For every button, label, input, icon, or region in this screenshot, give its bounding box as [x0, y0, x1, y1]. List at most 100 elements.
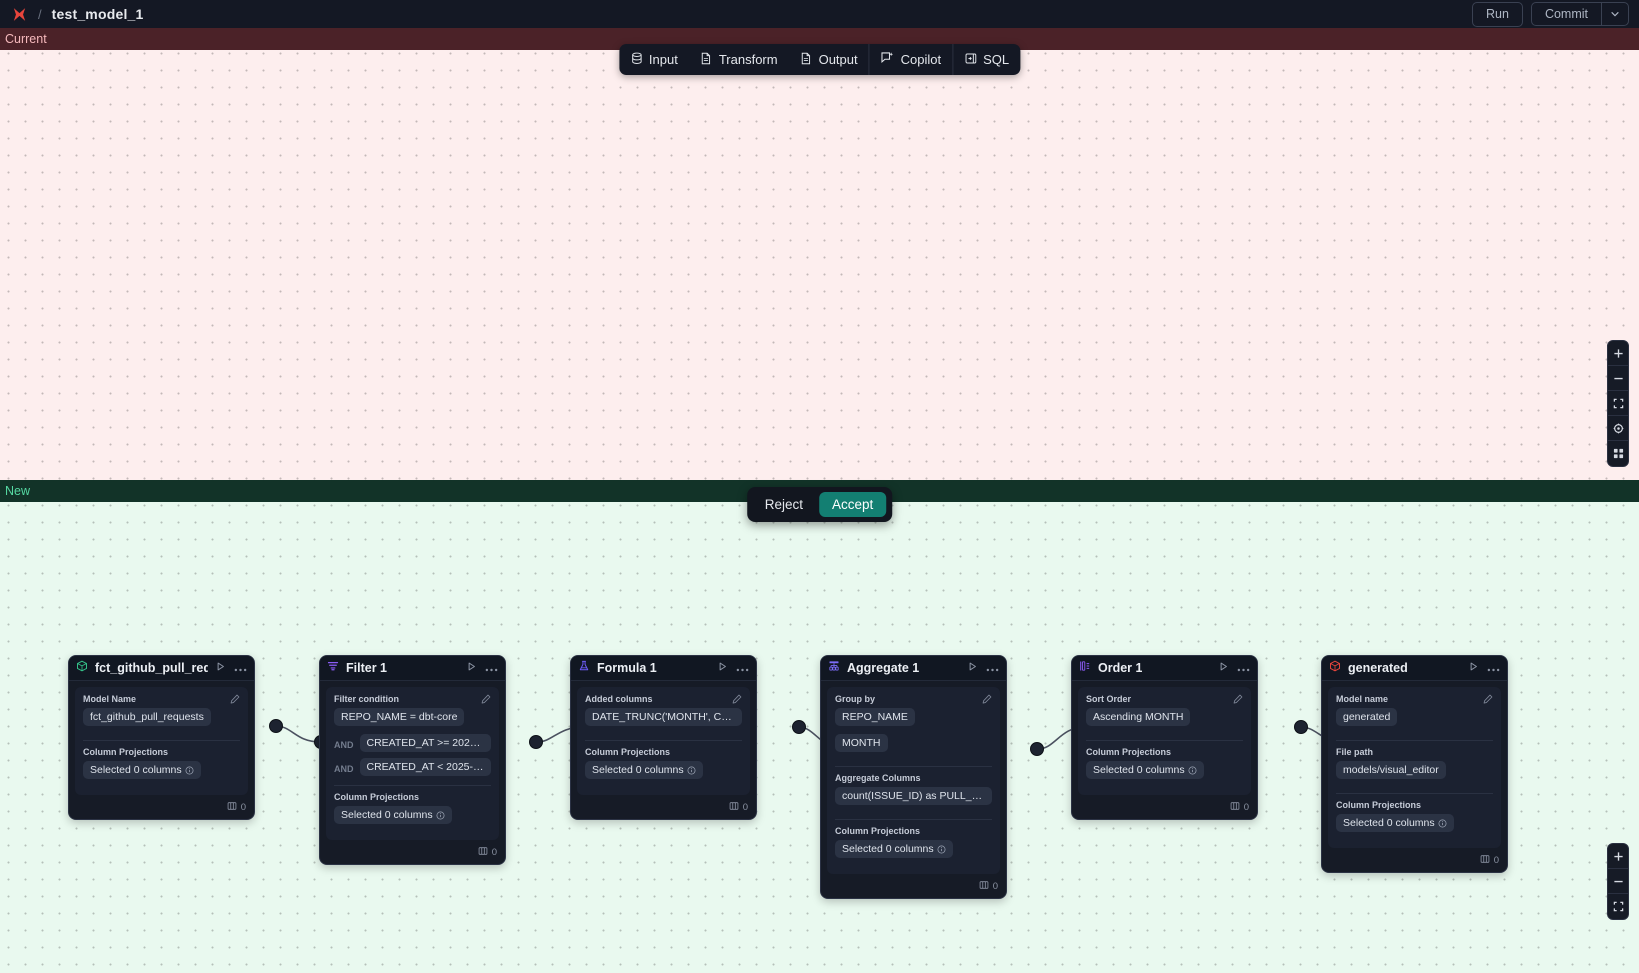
node-footer-order: 0	[1072, 801, 1257, 819]
columns-count-icon	[227, 801, 237, 814]
node-more-options-icon[interactable]	[234, 659, 247, 677]
tab-sql[interactable]: SQL	[952, 44, 1020, 75]
edit-pencil-icon[interactable]	[1483, 694, 1493, 704]
tab-output[interactable]: Output	[789, 44, 869, 75]
info-icon[interactable]	[1188, 766, 1197, 775]
value-chip[interactable]: Selected 0 columns	[1086, 761, 1204, 779]
grid-layout-button[interactable]	[1608, 441, 1628, 466]
value-chip[interactable]: REPO_NAME = dbt-core	[334, 708, 465, 726]
section-label-text: Column Projections	[585, 747, 671, 757]
node-header-generated[interactable]: generated	[1322, 656, 1507, 681]
tab-copilot[interactable]: Copilot	[868, 44, 952, 75]
run-node-icon[interactable]	[215, 659, 226, 677]
node-more-options-icon[interactable]	[485, 659, 498, 677]
info-icon[interactable]	[185, 766, 194, 775]
edit-pencil-icon[interactable]	[982, 694, 992, 704]
chip-row: models/visual_editor	[1336, 761, 1493, 787]
columns-count-value: 0	[742, 802, 748, 813]
node-header-aggregate[interactable]: Aggregate 1	[821, 656, 1006, 681]
edit-pencil-icon[interactable]	[230, 694, 240, 704]
info-icon[interactable]	[1438, 819, 1447, 828]
node-card-source[interactable]: fct_github_pull_requestsModel Namefct_gi…	[68, 655, 255, 820]
chip-row: Ascending MONTH	[1086, 708, 1243, 734]
run-node-icon[interactable]	[466, 659, 477, 677]
run-node-icon[interactable]	[1468, 659, 1479, 677]
section-label-text: Group by	[835, 694, 875, 704]
zoom-out-button[interactable]	[1608, 366, 1628, 391]
chip-row: generated	[1336, 708, 1493, 734]
info-icon[interactable]	[687, 766, 696, 775]
run-node-icon[interactable]	[717, 659, 728, 677]
section-label: Sort Order	[1086, 694, 1243, 704]
fit-screen-button[interactable]	[1608, 894, 1628, 919]
node-header-filter[interactable]: Filter 1	[320, 656, 505, 681]
edit-pencil-icon[interactable]	[481, 694, 491, 704]
edit-pencil-icon[interactable]	[732, 694, 742, 704]
node-more-options-icon[interactable]	[1487, 659, 1500, 677]
value-chip-text: fct_github_pull_requests	[90, 711, 204, 723]
zoom-in-button[interactable]	[1608, 844, 1628, 869]
x-logo-icon[interactable]	[10, 5, 28, 23]
value-chip[interactable]: generated	[1336, 708, 1398, 726]
node-header-order[interactable]: Order 1	[1072, 656, 1257, 681]
fit-screen-button[interactable]	[1608, 391, 1628, 416]
tab-copilot-label: Copilot	[900, 52, 942, 67]
zoom-out-button[interactable]	[1608, 869, 1628, 894]
value-chip[interactable]: count(ISSUE_ID) as PULL_REQUEST_...	[835, 787, 992, 805]
canvas-pane-current[interactable]: Current	[0, 28, 1639, 480]
chevron-down-icon[interactable]	[1601, 3, 1628, 25]
value-chip[interactable]: Selected 0 columns	[83, 761, 201, 779]
value-chip[interactable]: Selected 0 columns	[835, 840, 953, 858]
value-chip[interactable]: Selected 0 columns	[334, 806, 452, 824]
value-chip[interactable]: DATE_TRUNC('MONTH', CREATED_AT...	[585, 708, 742, 726]
zoom-in-button[interactable]	[1608, 341, 1628, 366]
value-chip[interactable]: REPO_NAME	[835, 708, 915, 726]
columns-count-value: 0	[491, 847, 497, 858]
accept-button[interactable]: Accept	[818, 492, 887, 517]
run-node-icon[interactable]	[1218, 659, 1229, 677]
run-button[interactable]: Run	[1472, 1, 1523, 27]
value-chip[interactable]: fct_github_pull_requests	[83, 708, 211, 726]
node-more-options-icon[interactable]	[736, 659, 749, 677]
node-header-source[interactable]: fct_github_pull_requests	[69, 656, 254, 681]
value-chip[interactable]: Selected 0 columns	[1336, 814, 1454, 832]
pane-label-current: Current	[0, 28, 1639, 50]
commit-button-group: Commit	[1530, 2, 1629, 26]
node-title-filter: Filter 1	[346, 661, 387, 675]
node-header-formula[interactable]: Formula 1	[571, 656, 756, 681]
section-label: Column Projections	[835, 826, 992, 836]
tab-transform-label: Transform	[718, 52, 778, 67]
topbar-actions: Run Commit	[1472, 1, 1629, 27]
value-chip[interactable]: Selected 0 columns	[585, 761, 703, 779]
info-icon[interactable]	[937, 845, 946, 854]
locate-target-button[interactable]	[1608, 416, 1628, 441]
node-more-options-icon[interactable]	[986, 659, 999, 677]
run-node-icon[interactable]	[967, 659, 978, 677]
tab-transform[interactable]: Transform	[689, 44, 789, 75]
info-icon[interactable]	[436, 811, 445, 820]
node-footer-aggregate: 0	[821, 880, 1006, 898]
copilot-sparkle-icon	[881, 51, 895, 68]
value-chip[interactable]: CREATED_AT >= 2024-12-01	[359, 734, 491, 752]
reject-button[interactable]: Reject	[753, 492, 815, 517]
node-more-options-icon[interactable]	[1237, 659, 1250, 677]
tab-input[interactable]: Input	[619, 44, 689, 75]
filter-purple-icon	[327, 659, 339, 677]
section-label: Filter condition	[334, 694, 491, 704]
section-divider	[83, 740, 240, 741]
zoom-controls-new	[1607, 843, 1629, 920]
value-chip[interactable]: MONTH	[835, 734, 888, 752]
value-chip[interactable]: CREATED_AT < 2025-03-01	[359, 758, 491, 776]
edit-pencil-icon[interactable]	[1233, 694, 1243, 704]
chip-row: Selected 0 columns	[334, 806, 491, 832]
order-sort-icon	[1079, 659, 1091, 677]
value-chip[interactable]: Ascending MONTH	[1086, 708, 1191, 726]
commit-button[interactable]: Commit	[1544, 7, 1588, 21]
value-chip[interactable]: models/visual_editor	[1336, 761, 1446, 779]
